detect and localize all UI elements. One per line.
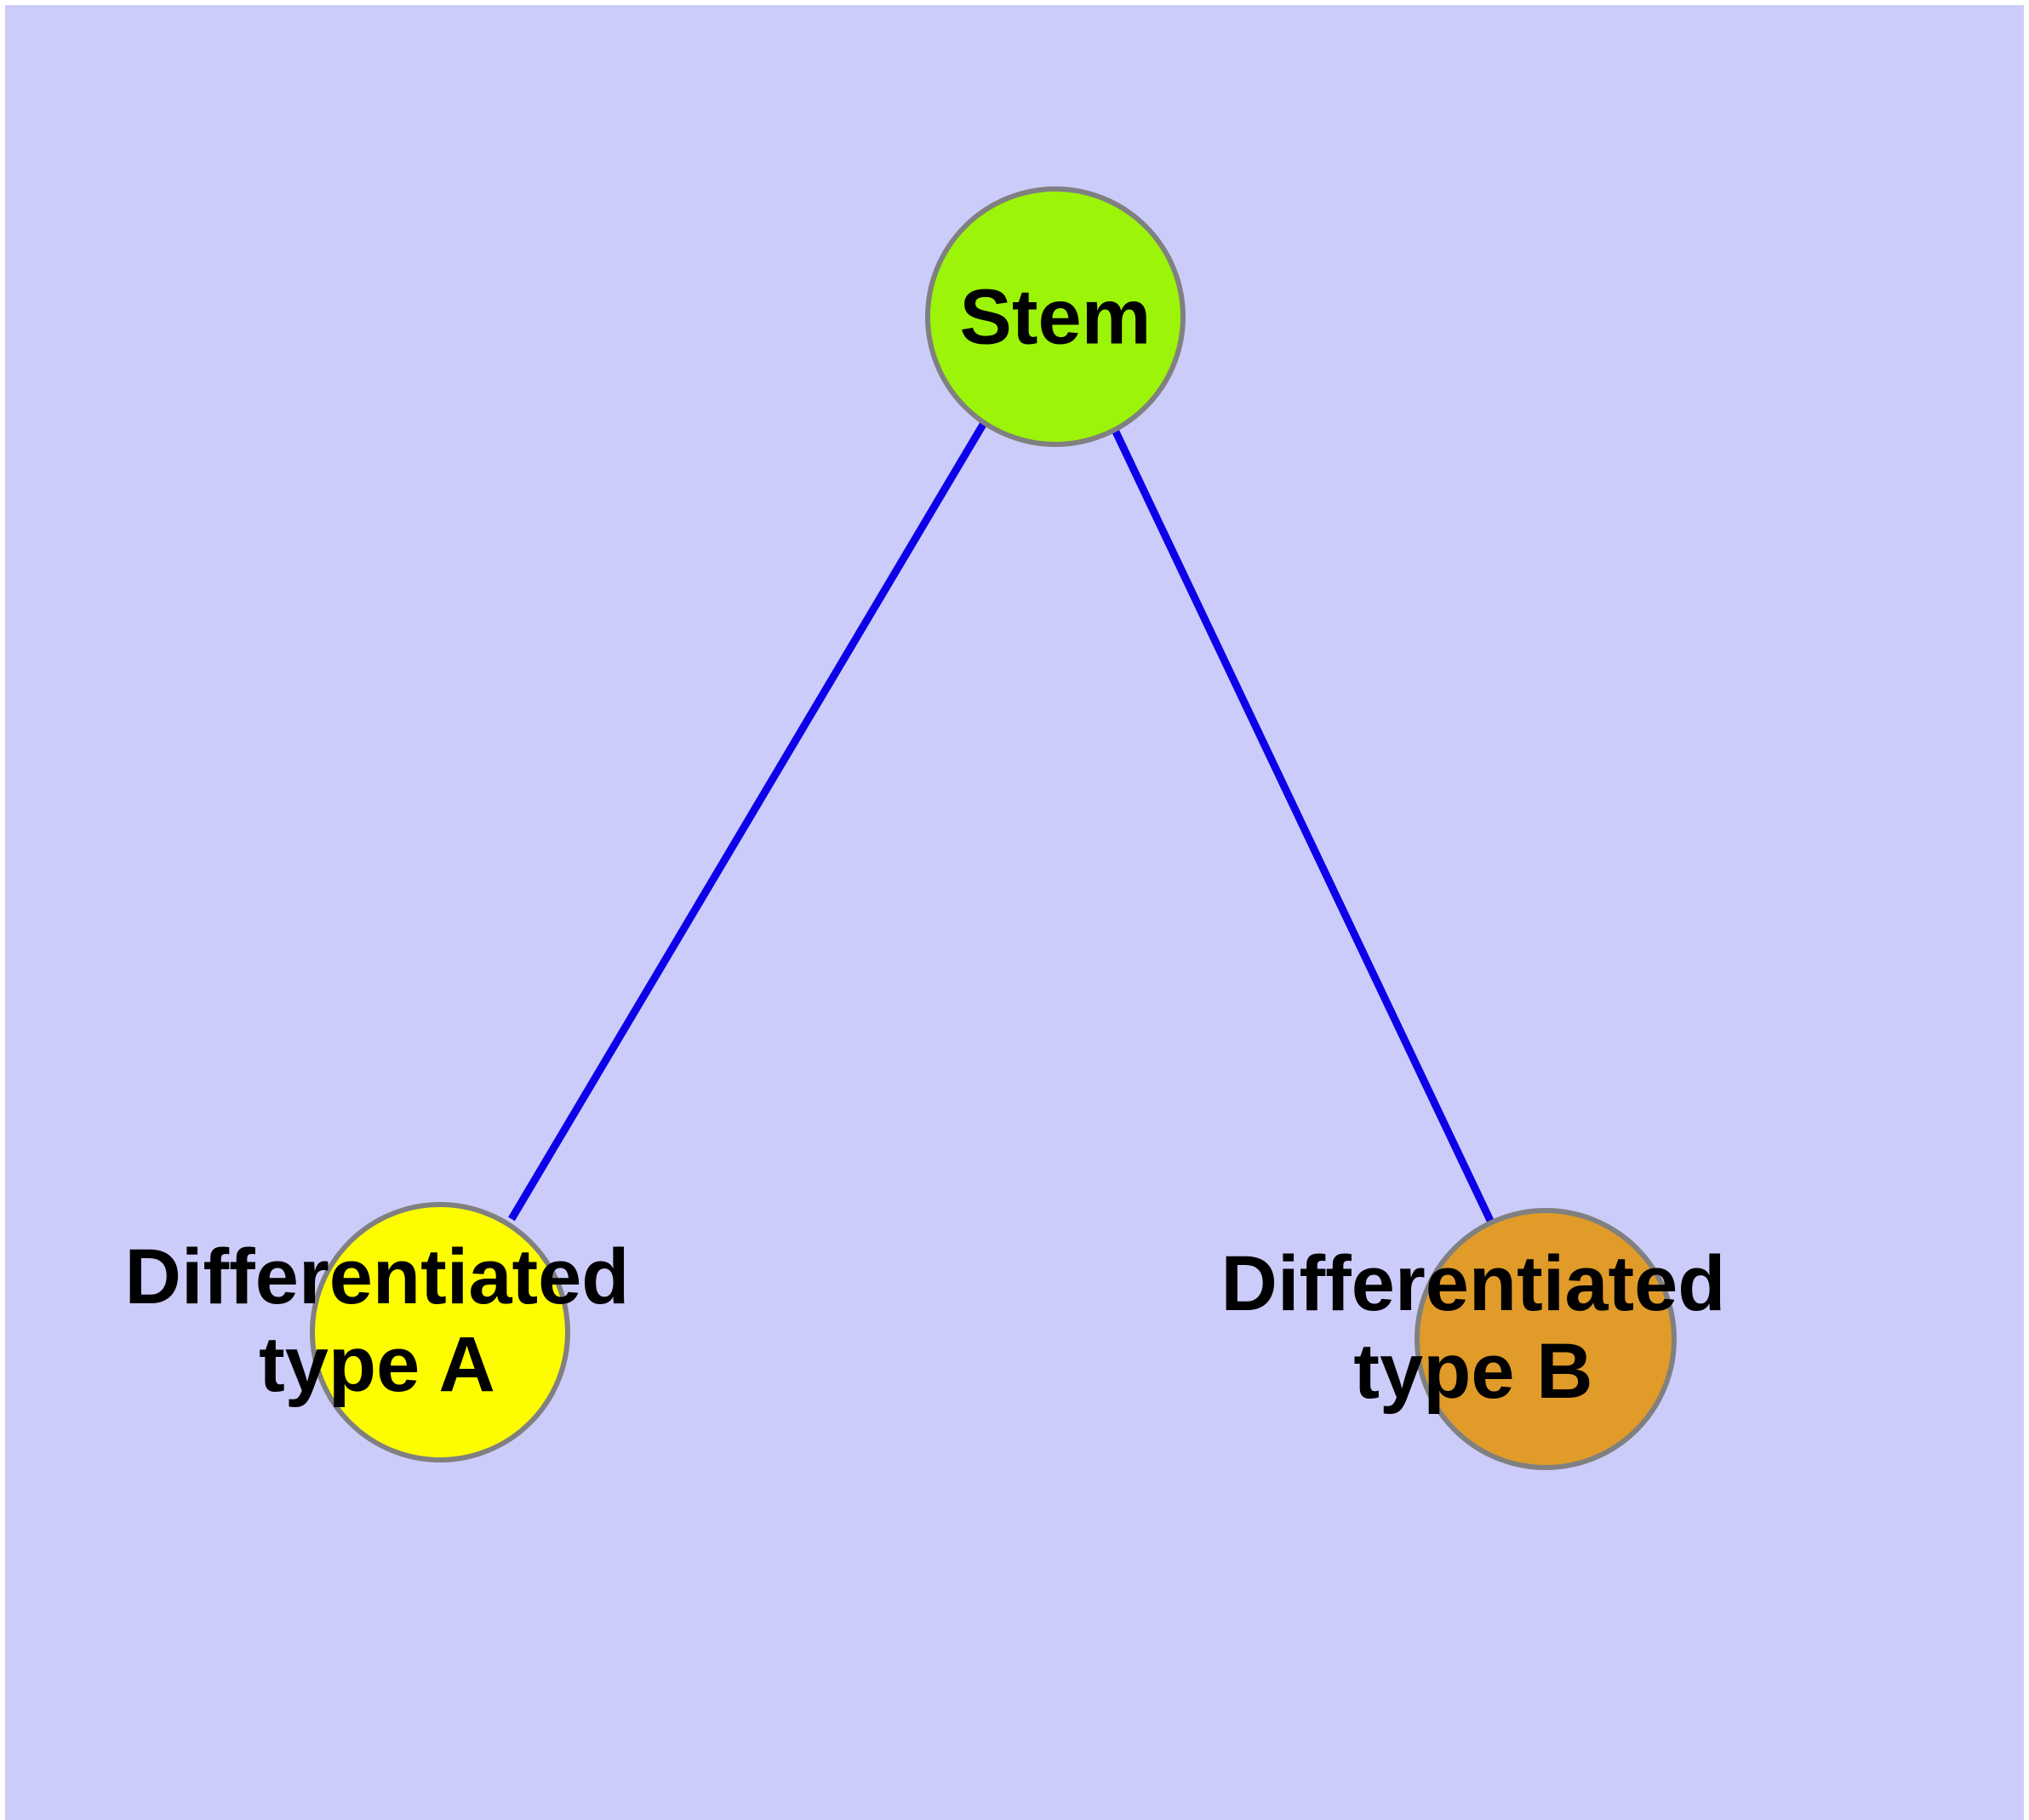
node-stem[interactable]: Stem <box>925 186 1186 447</box>
node-differentiated-type-b-label-line1: Differentiated <box>1221 1240 1726 1327</box>
node-stem-label: Stem <box>960 273 1152 360</box>
node-layer: Stem <box>310 186 1677 1470</box>
edge-stem-to-differentiated-type-b[interactable] <box>1111 428 1496 1226</box>
node-stem-circle[interactable] <box>925 186 1186 447</box>
node-differentiated-type-b-label-line2: type B <box>1353 1328 1592 1415</box>
node-differentiated-type-a[interactable] <box>310 1202 570 1462</box>
node-differentiated-type-b[interactable] <box>1415 1208 1677 1470</box>
node-differentiated-type-a-circle[interactable] <box>310 1202 570 1462</box>
edge-layer <box>508 421 1496 1226</box>
node-differentiated-type-b-circle[interactable] <box>1415 1208 1677 1470</box>
node-differentiated-type-a-label-line2: type A <box>259 1321 495 1408</box>
edge-stem-to-differentiated-type-a[interactable] <box>508 421 987 1222</box>
label-layer: Differentiated type A Differentiated typ… <box>125 1233 1726 1415</box>
node-differentiated-type-a-label-line1: Differentiated <box>125 1233 630 1320</box>
